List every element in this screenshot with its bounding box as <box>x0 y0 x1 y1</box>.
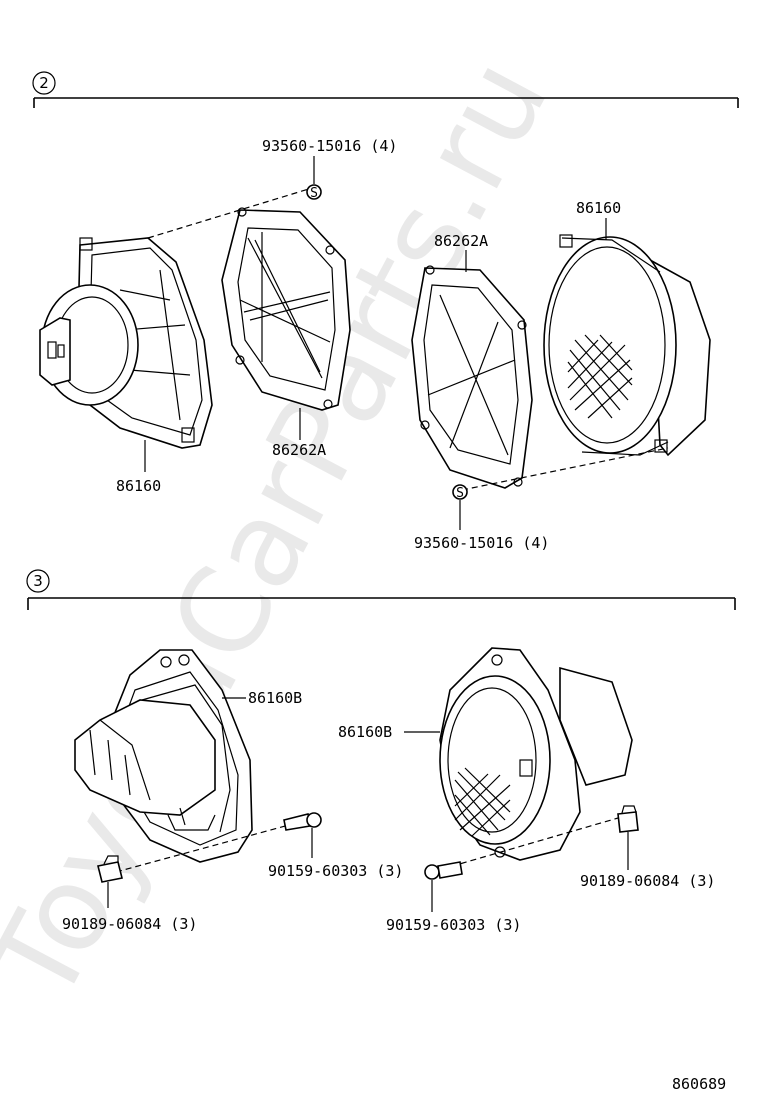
grille-86262A-right <box>411 265 533 489</box>
label-93560-15016-top: 93560-15016 (4) <box>262 137 397 155</box>
speaker-86160B-left <box>74 649 253 863</box>
label-90159-60303-right: 90159-60303 (3) <box>386 916 521 934</box>
label-86160B-left: 86160B <box>248 689 302 707</box>
label-86262A-right: 86262A <box>434 232 488 250</box>
clip-nut-right <box>617 805 639 833</box>
screw-bottom: S <box>452 484 468 501</box>
speaker-mesh <box>454 767 511 837</box>
label-90159-60303-left: 90159-60303 (3) <box>268 862 403 880</box>
assembly-line <box>461 447 669 491</box>
label-86160-right: 86160 <box>576 199 621 217</box>
label-90189-06084-left: 90189-06084 (3) <box>62 915 197 933</box>
label-86160B-right: 86160B <box>338 723 392 741</box>
bolt-left <box>283 812 322 831</box>
speaker-86160B-right <box>439 647 633 861</box>
label-86160-left: 86160 <box>116 477 161 495</box>
drawing-number: 860689 <box>672 1075 726 1093</box>
label-86262A-left: 86262A <box>272 441 326 459</box>
section-3-number: 3 <box>33 572 43 590</box>
grille-86262A-left <box>221 207 351 411</box>
label-90189-06084-right: 90189-06084 (3) <box>580 872 715 890</box>
clip-nut-left <box>97 855 123 883</box>
speaker-86160-left <box>39 237 213 449</box>
section-2-number: 2 <box>39 74 49 92</box>
assembly-line <box>147 187 313 239</box>
assembly-line <box>115 821 301 873</box>
label-93560-15016-bottom: 93560-15016 (4) <box>414 534 549 552</box>
speaker-mesh <box>567 334 633 419</box>
speaker-86160-right <box>543 234 711 457</box>
screw-marker: S <box>310 186 318 201</box>
section-2-header: 2 <box>32 71 739 108</box>
screw-top: S <box>306 184 322 201</box>
assembly-line <box>431 817 619 873</box>
section-3-badge <box>26 569 50 593</box>
section-3-header: 3 <box>26 569 736 610</box>
bolt-right <box>424 861 463 880</box>
section-2-badge <box>32 71 56 95</box>
screw-marker: S <box>456 486 464 501</box>
